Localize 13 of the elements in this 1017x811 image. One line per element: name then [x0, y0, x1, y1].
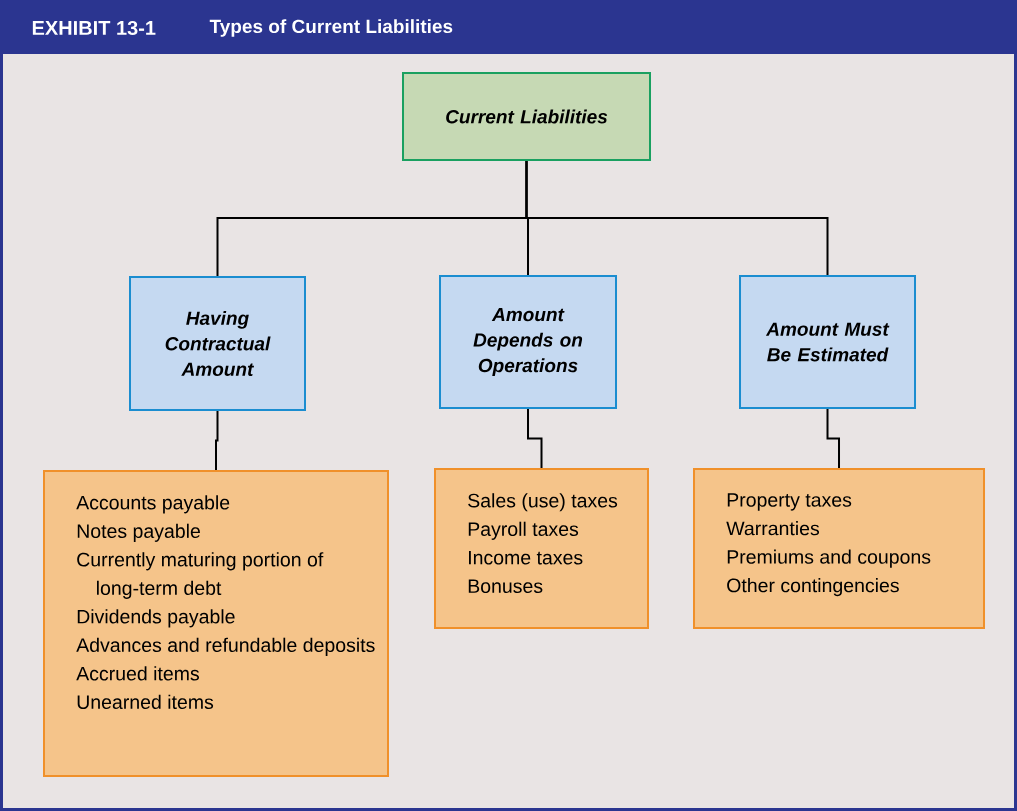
category-box: Having Contractual Amount	[129, 276, 306, 411]
item-list-box: Accounts payable Notes payable Currently maturing portion of long-term debt Dividends payable Advances and refundable deposits Accrued items Unearned items	[43, 470, 389, 777]
connector-line	[525, 160, 829, 276]
connector-line	[215, 410, 219, 471]
category-box: Amount Must Be Estimated	[739, 275, 916, 409]
category-box: Current Liabilities	[402, 72, 651, 161]
item-list-box: Sales (use) taxes Payroll taxes Income taxes Bonuses	[434, 468, 649, 629]
category-box: Amount Depends on Operations	[439, 275, 617, 409]
title: Types of Current Liabilities	[209, 19, 453, 37]
connector-line	[527, 408, 543, 469]
exhibit-number: EXHIBIT 13-1	[32, 20, 156, 36]
item-list-box: Property taxes Warranties Premiums and coupons Other contingencies	[693, 468, 985, 629]
connector-line	[826, 408, 840, 469]
